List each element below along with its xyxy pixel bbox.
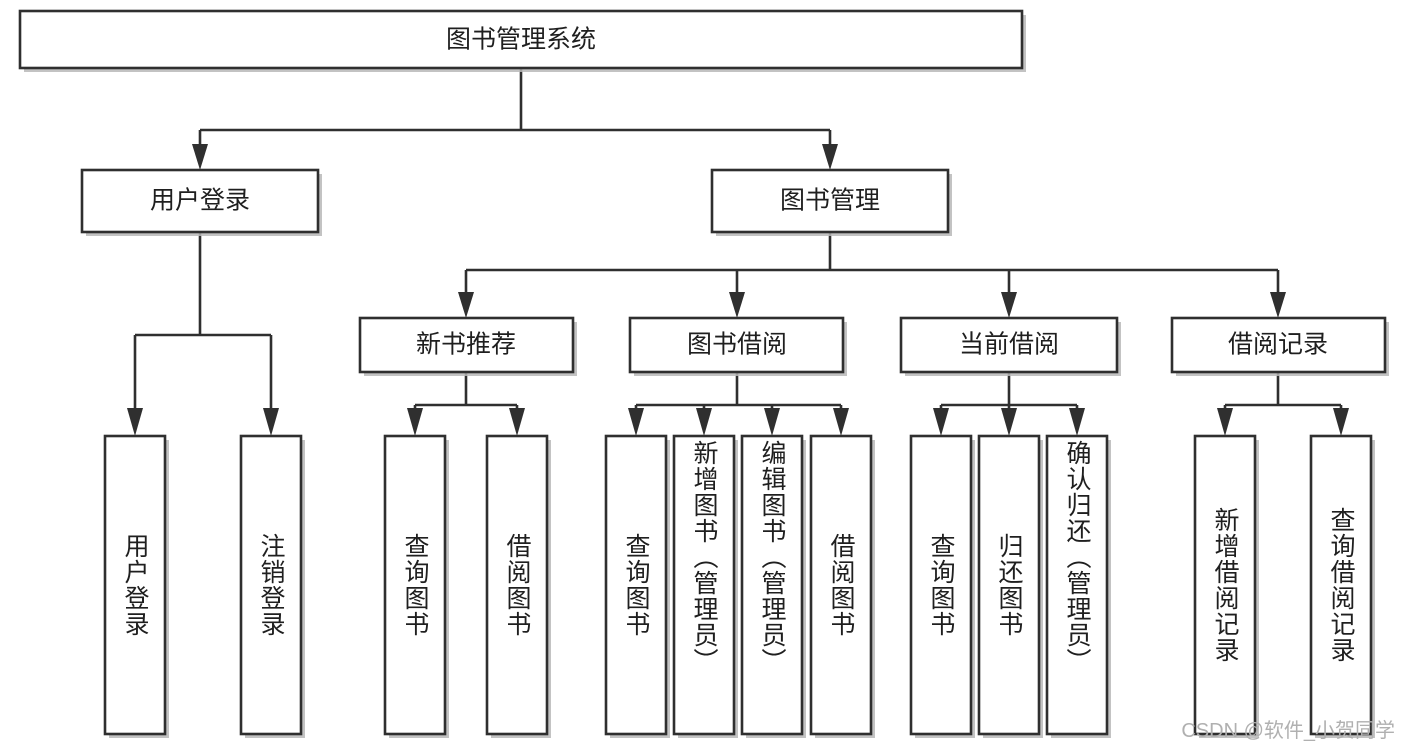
node-current-borrow[interactable]: 当前借阅	[899, 316, 1121, 376]
leaf-box-2[interactable]	[383, 434, 447, 736]
connector-bookmgmt-to-level3	[458, 232, 1286, 318]
connector-newbook-to-leaves	[407, 372, 525, 436]
node-book-borrow-label: 图书借阅	[687, 331, 787, 359]
leaf-box-11[interactable]	[1193, 434, 1257, 736]
connector-borrow-to-leaves	[628, 372, 849, 436]
leaf-box-10[interactable]	[1045, 434, 1109, 736]
node-root[interactable]: 图书管理系统	[18, 9, 1026, 72]
node-book-management-label: 图书管理	[780, 187, 880, 215]
leaf-box-6[interactable]	[740, 434, 804, 736]
connector-current-to-leaves	[933, 372, 1085, 436]
leaf-box-5[interactable]	[672, 434, 736, 736]
leaf-box-8[interactable]	[909, 434, 973, 736]
node-book-borrow[interactable]: 图书借阅	[628, 316, 847, 376]
node-user-login[interactable]: 用户登录	[80, 168, 322, 236]
leaf-box-7[interactable]	[809, 434, 873, 736]
connector-root-to-level2	[192, 68, 838, 170]
connector-records-to-leaves	[1217, 372, 1349, 436]
leaf-boxes	[103, 434, 1375, 738]
node-new-book-recommend-label: 新书推荐	[416, 331, 516, 359]
leaf-box-9[interactable]	[977, 434, 1041, 736]
leaf-box-0[interactable]	[103, 434, 167, 736]
node-current-borrow-label: 当前借阅	[959, 331, 1059, 359]
node-user-login-label: 用户登录	[150, 187, 250, 215]
node-new-book-recommend[interactable]: 新书推荐	[358, 316, 577, 376]
leaf-box-4[interactable]	[604, 434, 668, 736]
leaf-box-12[interactable]	[1309, 434, 1373, 736]
node-root-label: 图书管理系统	[446, 26, 596, 54]
leaf-box-3[interactable]	[485, 434, 549, 736]
connector-userlogin-to-leaves	[127, 232, 279, 436]
node-book-management[interactable]: 图书管理	[710, 168, 952, 236]
leaf-box-1[interactable]	[239, 434, 303, 736]
node-borrow-records[interactable]: 借阅记录	[1170, 316, 1389, 376]
node-borrow-records-label: 借阅记录	[1228, 331, 1328, 359]
